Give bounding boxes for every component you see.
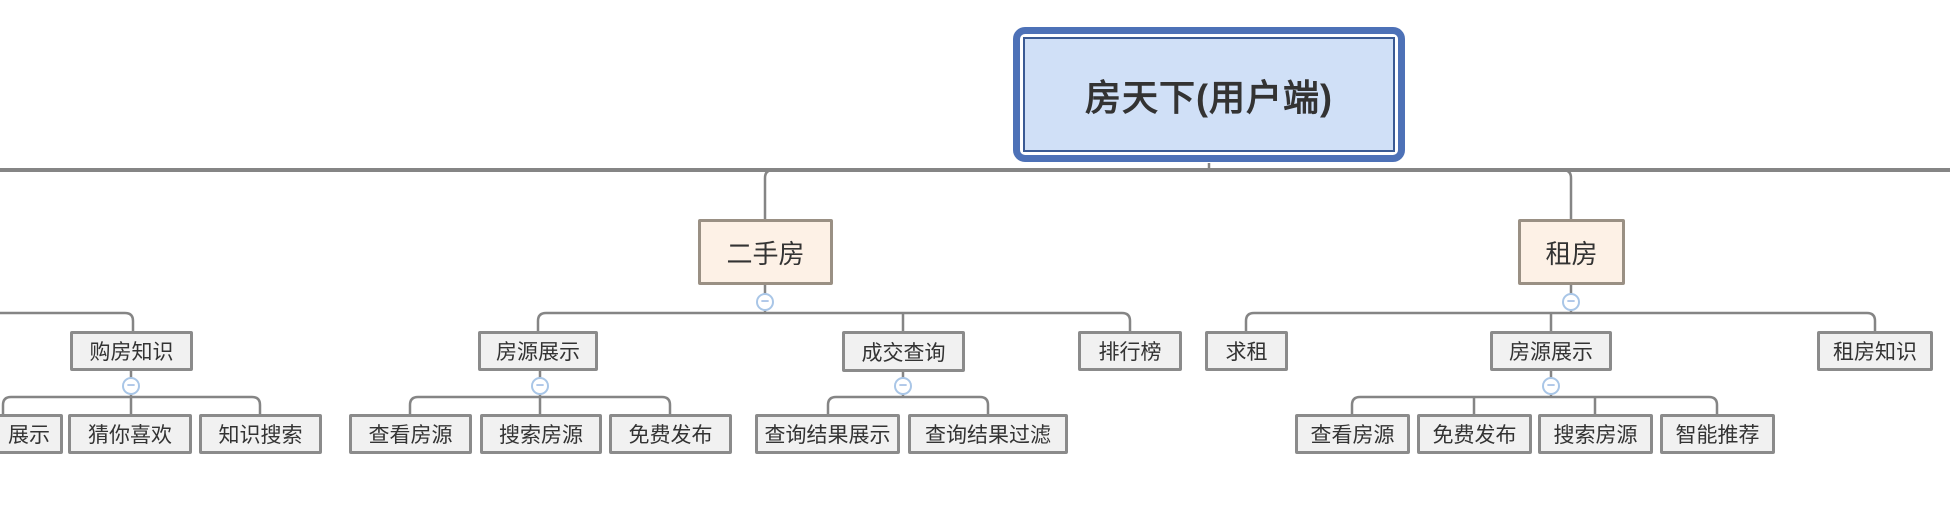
ershoufang-child-bus: [536, 311, 1132, 331]
node-qiuzu[interactable]: 求租: [1205, 331, 1288, 371]
collapse-icon-chengjiaochaxun[interactable]: −: [894, 377, 912, 395]
node-mianfeifabu-zf[interactable]: 免费发布: [1417, 414, 1532, 454]
node-zhanshi[interactable]: 展示: [0, 414, 63, 454]
node-paihangbang[interactable]: 排行榜: [1078, 331, 1182, 371]
collapse-icon-zufang[interactable]: −: [1562, 293, 1580, 311]
node-sousuofangyuan-esf[interactable]: 搜索房源: [480, 414, 602, 454]
node-zufang[interactable]: 租房: [1518, 219, 1625, 285]
node-ershoufang[interactable]: 二手房: [698, 219, 833, 285]
fangyuanzhanshi-zf-child-bus: [1350, 395, 1719, 414]
node-zufangzhishi[interactable]: 租房知识: [1817, 331, 1933, 371]
node-fangyuanzhanshi-esf[interactable]: 房源展示: [478, 331, 598, 371]
node-fangyuanzhanshi-zf[interactable]: 房源展示: [1490, 331, 1612, 371]
node-chaxunjieguozhanshi[interactable]: 查询结果展示: [755, 414, 900, 454]
node-chakanfangyuan-zf[interactable]: 查看房源: [1295, 414, 1410, 454]
collapse-icon-goufangzhishi[interactable]: −: [122, 377, 140, 395]
chengjiaochaxun-child-bus: [826, 395, 990, 414]
node-root-label: 房天下(用户端): [1023, 37, 1395, 152]
node-chaxunjieguoguolv[interactable]: 查询结果过滤: [908, 414, 1068, 454]
node-root[interactable]: 房天下(用户端): [1013, 27, 1405, 162]
collapse-icon-fangyuanzhanshi-zf[interactable]: −: [1542, 377, 1560, 395]
node-chakanfangyuan-esf[interactable]: 查看房源: [349, 414, 472, 454]
node-chengjiaochaxun[interactable]: 成交查询: [842, 331, 965, 372]
node-sousuofangyuan-zf[interactable]: 搜索房源: [1538, 414, 1653, 454]
node-zhishisousuo[interactable]: 知识搜索: [199, 414, 322, 454]
zufang-child-bus: [1244, 311, 1877, 331]
collapse-icon-fangyuanzhanshi-esf[interactable]: −: [531, 377, 549, 395]
node-cainixihuan[interactable]: 猜你喜欢: [68, 414, 192, 454]
collapse-icon-ershoufang[interactable]: −: [756, 293, 774, 311]
node-goufangzhishi[interactable]: 购房知识: [70, 331, 193, 371]
elbow-ershoufang: [763, 168, 774, 219]
elbow-zufang: [1562, 168, 1573, 219]
node-mianfeifabu-esf[interactable]: 免费发布: [609, 414, 732, 454]
left-branch-bus: [0, 311, 135, 331]
fangyuanzhanshi-esf-child-bus: [408, 395, 672, 414]
node-zhinengtuijian[interactable]: 智能推荐: [1660, 414, 1775, 454]
goufangzhishi-child-bus: [1, 395, 262, 414]
